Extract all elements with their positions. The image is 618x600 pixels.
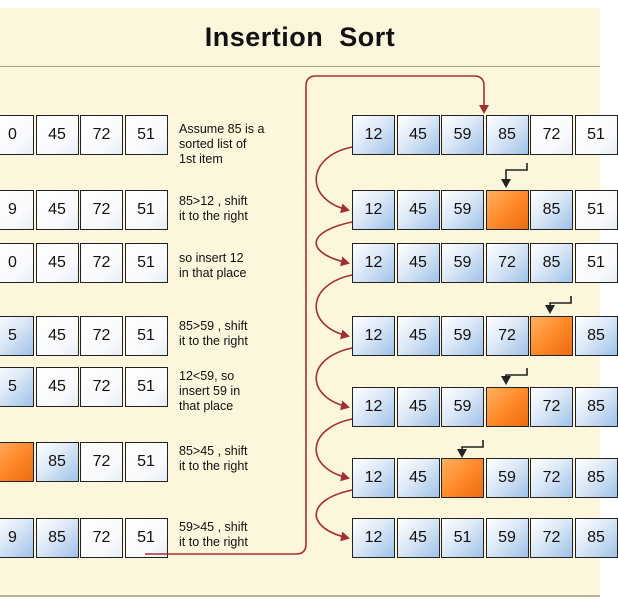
right-row-7-cell-6: 85: [574, 518, 618, 558]
step-note-line: 85>12 , shift: [179, 194, 248, 208]
right-row-7-cell-5: 72: [530, 518, 573, 558]
right-row-2-cell-2: 45: [396, 190, 440, 230]
step-note-line: 1st item: [179, 152, 223, 166]
step-note-line: sorted list of: [179, 137, 247, 151]
right-row-5-cell-4: [485, 387, 529, 427]
left-row-3-cell-3: 72: [80, 243, 123, 283]
step-note-line: it to the right: [179, 334, 248, 348]
right-row-6-cell-2: 45: [396, 458, 440, 498]
right-row-1-cell-3: 59: [441, 115, 484, 155]
left-row-1-cell-2: 45: [35, 115, 79, 155]
step-note-line: it to the right: [179, 459, 248, 473]
left-row-3-cell-1: 0: [0, 243, 34, 283]
right-row-7-cell-1: 12: [352, 518, 395, 558]
step-note-line: it to the right: [179, 535, 248, 549]
left-row-5-cell-2: 45: [35, 367, 79, 407]
step-note-line: 85>59 , shift: [179, 319, 248, 333]
right-row-2-cell-3: 59: [441, 190, 484, 230]
right-row-4-cell-3: 59: [441, 316, 484, 356]
left-row-2-cell-4: 51: [124, 190, 168, 230]
left-row-5-cell-3: 72: [80, 367, 123, 407]
left-row-5-cell-4: 51: [124, 367, 168, 407]
right-row-4-cell-6: 85: [574, 316, 618, 356]
right-row-5-cell-1: 12: [352, 387, 395, 427]
left-row-6-cell-3: 72: [80, 442, 123, 482]
left-row-1-cell-1: 0: [0, 115, 34, 155]
left-row-7-cell-1: 9: [0, 518, 34, 558]
right-row-3-cell-4: 72: [485, 243, 529, 283]
right-row-7-cell-4: 59: [485, 518, 529, 558]
right-row-3-cell-5: 85: [530, 243, 573, 283]
left-row-1-cell-4: 51: [124, 115, 168, 155]
right-row-7-cell-3: 51: [441, 518, 484, 558]
right-row-4-cell-1: 12: [352, 316, 395, 356]
left-row-4-cell-2: 45: [35, 316, 79, 356]
left-row-7-cell-2: 85: [35, 518, 79, 558]
step-note-line: that place: [179, 399, 234, 413]
right-row-4-cell-5: [530, 316, 573, 356]
step-note-line: 59>45 , shift: [179, 520, 248, 534]
right-row-4-cell-2: 45: [396, 316, 440, 356]
step-note-line: it to the right: [179, 209, 248, 223]
left-row-7-cell-4: 51: [124, 518, 168, 558]
right-row-4-cell-4: 72: [485, 316, 529, 356]
diagram-title: Insertion Sort: [204, 22, 396, 52]
right-row-2-cell-1: 12: [352, 190, 395, 230]
step-note-line: Assume 85 is a: [179, 122, 265, 136]
right-row-3-cell-1: 12: [352, 243, 395, 283]
right-row-1-cell-1: 12: [352, 115, 395, 155]
right-row-1-cell-2: 45: [396, 115, 440, 155]
right-row-1-cell-4: 85: [485, 115, 529, 155]
step-note-line: 12<59, so: [179, 369, 235, 383]
left-row-4-cell-4: 51: [124, 316, 168, 356]
right-row-6-cell-1: 12: [352, 458, 395, 498]
right-row-2-cell-4: [485, 190, 529, 230]
left-row-1-cell-3: 72: [80, 115, 123, 155]
right-row-2-cell-5: 85: [530, 190, 573, 230]
right-row-6-cell-4: 59: [485, 458, 529, 498]
left-row-3-cell-4: 51: [124, 243, 168, 283]
right-row-7-cell-2: 45: [396, 518, 440, 558]
left-row-5-cell-1: 5: [0, 367, 34, 407]
right-row-3-cell-6: 51: [574, 243, 618, 283]
right-row-5-cell-5: 72: [530, 387, 573, 427]
diagram-panel: [0, 8, 600, 597]
left-row-4-cell-3: 72: [80, 316, 123, 356]
right-row-1-cell-6: 51: [574, 115, 618, 155]
left-row-2-cell-1: 9: [0, 190, 34, 230]
step-note-line: in that place: [179, 266, 247, 280]
left-row-6-cell-4: 51: [124, 442, 168, 482]
right-row-6-cell-3: [441, 458, 484, 498]
left-row-2-cell-2: 45: [35, 190, 79, 230]
left-row-6-cell-1: [0, 442, 34, 482]
right-row-3-cell-3: 59: [441, 243, 484, 283]
step-note-line: 85>45 , shift: [179, 444, 248, 458]
right-row-1-cell-5: 72: [530, 115, 573, 155]
step-note-line: insert 59 in: [179, 384, 241, 398]
left-row-4-cell-1: 5: [0, 316, 34, 356]
right-row-3-cell-2: 45: [396, 243, 440, 283]
step-note-line: so insert 12: [179, 251, 244, 265]
right-row-5-cell-3: 59: [441, 387, 484, 427]
title-bar: [0, 8, 600, 67]
right-row-6-cell-6: 85: [574, 458, 618, 498]
right-row-2-cell-6: 51: [574, 190, 618, 230]
left-row-7-cell-3: 72: [80, 518, 123, 558]
right-row-6-cell-5: 72: [530, 458, 573, 498]
left-row-3-cell-2: 45: [35, 243, 79, 283]
left-row-2-cell-3: 72: [80, 190, 123, 230]
left-row-6-cell-2: 85: [35, 442, 79, 482]
right-row-5-cell-6: 85: [574, 387, 618, 427]
right-row-5-cell-2: 45: [396, 387, 440, 427]
